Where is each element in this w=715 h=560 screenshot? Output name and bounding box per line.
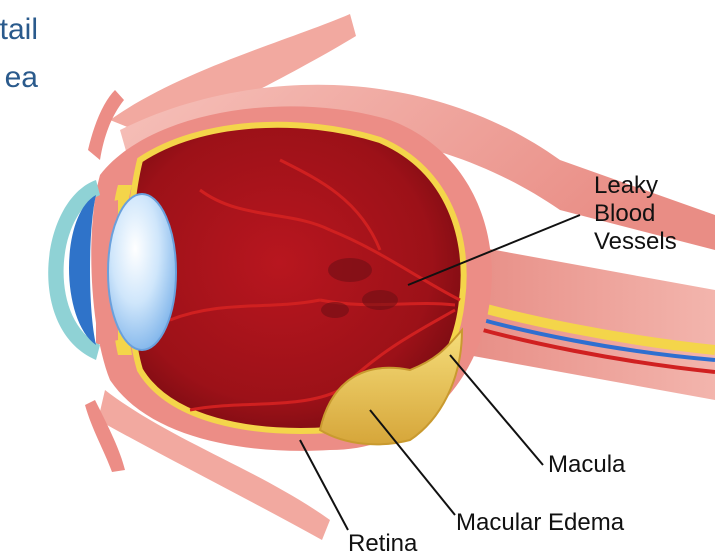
label-leaky-line-1: Leaky: [594, 172, 677, 200]
upper-eyelid-muscle: [88, 90, 124, 160]
label-retina: Retina: [348, 530, 417, 558]
label-leaky-line-3: Vessels: [594, 228, 677, 256]
label-leaky-blood-vessels: Leaky Blood Vessels: [594, 172, 677, 256]
lens: [108, 194, 176, 350]
leader-line-macula: [450, 355, 543, 465]
label-macula: Macula: [548, 451, 625, 479]
label-macular-edema: Macular Edema: [456, 509, 624, 537]
label-leaky-line-2: Blood: [594, 200, 677, 228]
